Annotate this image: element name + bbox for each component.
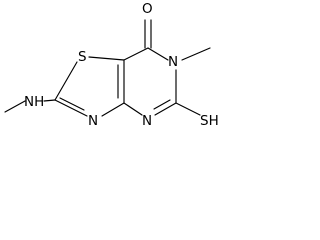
ring-nitrogen-left-label: N — [88, 113, 98, 129]
bond-s1-c7a — [88, 56, 125, 61]
molecule-structure: O S N NH N N SH — [4, 1, 219, 129]
bond-n3-c2 — [54, 99, 88, 117]
atom-labels: O S N NH N N SH — [24, 1, 219, 129]
oxygen-label: O — [142, 1, 153, 17]
ring-nitrogen-right-label: N — [142, 113, 152, 129]
bond-methyl-amine — [4, 100, 26, 113]
bond-amine-c2 — [43, 99, 56, 102]
bond-c2-s1 — [54, 61, 78, 101]
sulfur-label: S — [78, 49, 87, 65]
ring-nitrogen-methyl-label: N — [168, 54, 178, 70]
bond-c3a-n3 — [101, 102, 125, 117]
bond-c5-n4-double — [153, 99, 171, 110]
amine-label: NH — [24, 94, 44, 110]
bond-c5-n4 — [154, 102, 177, 116]
bond-c7-n6 — [147, 47, 169, 61]
bond-n6-methyl — [181, 47, 211, 61]
bonds — [4, 19, 211, 117]
bond-n4-c3a — [123, 102, 143, 116]
bond-n3-c2-double — [59, 97, 85, 111]
structure-canvas: O S N NH N N SH — [0, 0, 246, 137]
bond-c7a-c7 — [123, 47, 149, 61]
thiol-label: SH — [200, 113, 219, 129]
bond-c5-sh — [175, 102, 201, 116]
